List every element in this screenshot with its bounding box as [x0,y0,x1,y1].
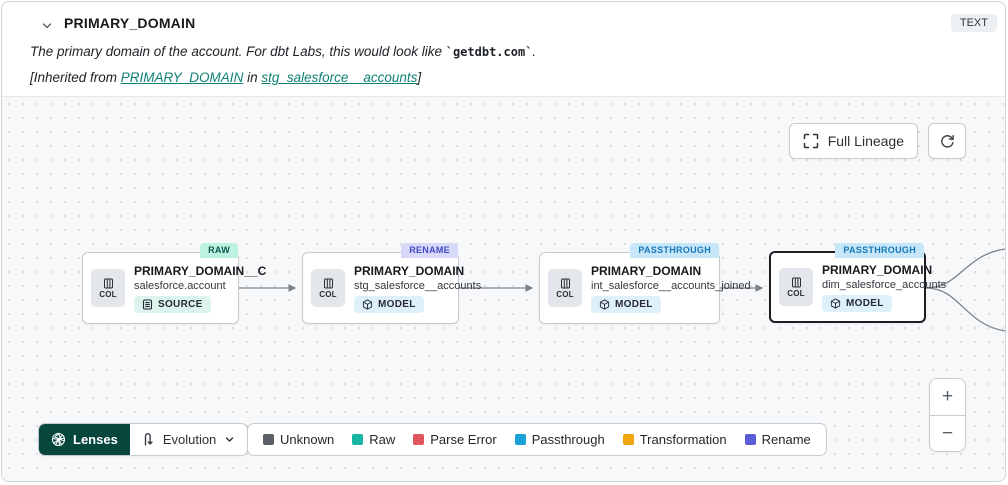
columns-icon [103,278,113,288]
legend-item: Unknown [263,432,334,447]
lineage-node-staging[interactable]: RENAME COL PRIMARY_DOMAIN stg_salesforce… [302,243,482,324]
refresh-button[interactable] [928,123,966,159]
column-chip: COL [91,269,125,307]
node-column-name: PRIMARY_DOMAIN [591,263,702,278]
inherited-from-note: [Inherited from PRIMARY_DOMAIN in stg_sa… [30,70,422,85]
lenses-button[interactable]: Lenses [39,424,130,455]
legend-swatch [413,434,425,445]
legend-swatch [622,434,634,445]
node-model-name: dim_salesforce_accounts [822,278,947,291]
legend-swatch [263,434,274,445]
legend-item: Raw [352,432,395,447]
model-cube-icon [362,298,373,310]
legend-item: Passthrough [514,432,605,447]
evolution-badge: RAW [200,243,238,258]
node-column-name: PRIMARY_DOMAIN__C [134,263,267,278]
node-model-name: salesforce.account [134,279,226,292]
evolution-badge: RENAME [401,243,458,258]
node-column-name: PRIMARY_DOMAIN [822,262,933,277]
zoom-in-button[interactable]: + [930,379,965,415]
zoom-controls: + − [929,378,966,452]
columns-icon [560,278,570,288]
resource-type-tag: MODEL [822,294,892,312]
legend-item: Parse Error [413,432,497,447]
zoom-out-button[interactable]: − [930,415,965,451]
column-chip: COL [311,269,345,307]
legend-item: Rename [744,432,811,447]
node-model-name: int_salesforce__accounts_joined [591,279,751,292]
columns-icon [791,277,801,287]
lens-aperture-icon [51,432,66,447]
resource-type-tag: MODEL [354,295,424,313]
lineage-canvas[interactable]: Full Lineage RAW COL PRIMARY_DOMAIN__C s… [2,96,1005,481]
lens-selector: Lenses Evolution [38,423,249,456]
full-lineage-button[interactable]: Full Lineage [788,123,918,159]
column-title: PRIMARY_DOMAIN [64,15,196,31]
legend-swatch [514,434,526,445]
collapse-chevron-icon[interactable] [40,19,54,33]
refresh-icon [939,133,956,150]
model-cube-icon [830,297,841,309]
lineage-node-intermediate[interactable]: PASSTHROUGH COL PRIMARY_DOMAIN int_sales… [539,243,751,324]
full-lineage-label: Full Lineage [827,133,904,149]
lineage-node-dim-selected[interactable]: PASSTHROUGH COL PRIMARY_DOMAIN dim_sales… [769,243,947,323]
legend-item: Transformation [622,432,727,447]
legend-swatch [352,434,364,445]
lens-dropdown-value: Evolution [162,432,217,447]
resource-type-tag: SOURCE [134,295,211,313]
legend-swatch [744,434,756,445]
evolution-badge: PASSTHROUGH [835,243,924,258]
evolution-badge: PASSTHROUGH [630,243,719,258]
source-icon [142,298,153,310]
column-description: The primary domain of the account. For d… [30,44,537,59]
node-model-name: stg_salesforce__accounts [354,279,482,292]
node-column-name: PRIMARY_DOMAIN [354,263,465,278]
evolution-legend: Unknown Raw Parse Error Passthrough Tran… [247,423,827,456]
inherited-model-link[interactable]: stg_salesforce__accounts [261,70,418,85]
lens-dropdown[interactable]: Evolution [129,424,248,455]
chevron-down-icon [226,437,234,442]
column-chip: COL [779,268,813,306]
model-cube-icon [599,298,610,310]
evolution-icon [144,433,153,446]
inline-code: `getdbt.com` [445,45,533,59]
column-type-badge: TEXT [950,14,997,32]
columns-icon [323,278,333,288]
inherited-column-link[interactable]: PRIMARY_DOMAIN [120,70,244,85]
column-header: PRIMARY_DOMAIN TEXT The primary domain o… [2,2,1005,96]
resource-type-tag: MODEL [591,295,661,313]
expand-icon [803,133,819,149]
lineage-node-source[interactable]: RAW COL PRIMARY_DOMAIN__C salesforce.acc… [82,243,267,324]
lineage-edges [239,248,1005,332]
column-chip: COL [548,269,582,307]
